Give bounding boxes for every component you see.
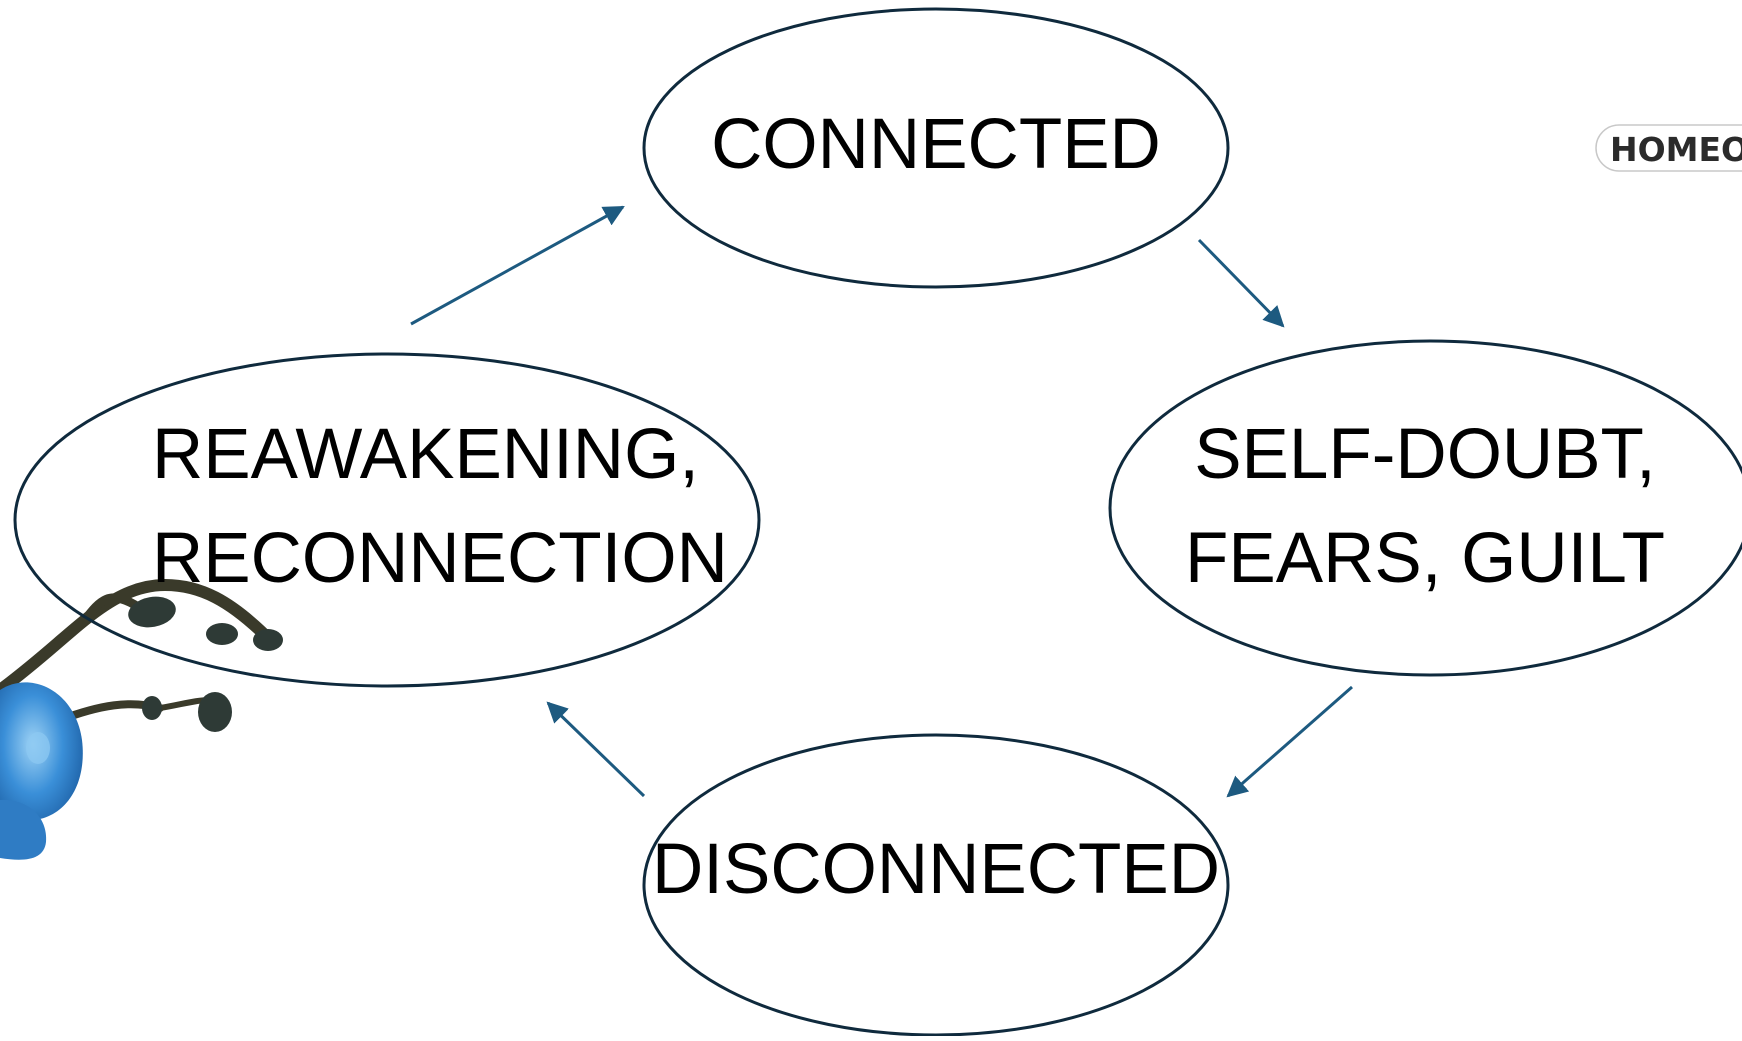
self-doubt-label-line-2: FEARS, GUILT: [1185, 519, 1665, 598]
reawakening-node: [13, 352, 761, 688]
reawakening-label-line-2: RECONNECTION: [152, 519, 728, 598]
homeopathy-logo-badge: HOMEOPATHY: [1595, 124, 1742, 172]
arrow-self-doubt-to-disconnected: [1226, 685, 1353, 798]
reawakening-label-line-1: REAWAKENING,: [152, 415, 699, 494]
orchid-decoration: [0, 578, 283, 860]
arrow-reawakening-to-connected: [410, 205, 625, 326]
arrow-disconnected-to-reawakening: [546, 701, 646, 798]
self-doubt-node: [1108, 339, 1742, 677]
disconnected-node: [642, 733, 1230, 1037]
disconnected-label: DISCONNECTED: [652, 830, 1220, 909]
connected-node: [642, 7, 1230, 289]
self-doubt-label-line-1: SELF-DOUBT,: [1194, 415, 1656, 494]
connected-label: CONNECTED: [711, 105, 1161, 184]
logo-text: HOMEOPATHY: [1610, 130, 1742, 169]
arrow-connected-to-self-doubt: [1197, 238, 1285, 328]
